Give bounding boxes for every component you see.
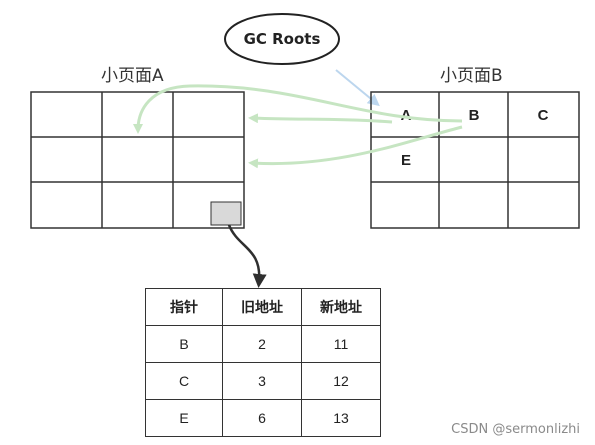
ref-arrow-a-to-a-mid <box>248 113 393 124</box>
cell-pointer: B <box>145 325 223 363</box>
table-row: E 6 13 <box>145 399 381 437</box>
table-header-row: 指针 旧地址 新地址 <box>145 288 381 326</box>
forwarding-table: 指针 旧地址 新地址 B 2 11 C 3 12 E 6 13 <box>145 288 381 437</box>
header-old-address: 旧地址 <box>222 288 302 326</box>
cell-old-address: 6 <box>222 399 302 437</box>
cell-pointer: E <box>145 399 223 437</box>
page-b-cell-e: E <box>401 152 411 169</box>
ref-arrow-b-to-a-low <box>248 125 463 169</box>
forwarding-slot <box>210 201 242 226</box>
gc-roots-label: GC Roots <box>244 30 321 48</box>
page-a-title: 小页面A <box>101 66 164 86</box>
cell-new-address: 11 <box>301 325 381 363</box>
ref-arrow-b-to-a-top <box>133 84 463 134</box>
table-row: B 2 11 <box>145 325 381 363</box>
cell-new-address: 12 <box>301 362 381 400</box>
page-b-grid <box>370 91 580 229</box>
page-b-cell-b: B <box>469 107 480 124</box>
watermark: CSDN @sermonlizhi <box>451 422 580 437</box>
header-pointer: 指针 <box>145 288 223 326</box>
cell-old-address: 3 <box>222 362 302 400</box>
page-b-cell-a: A <box>401 107 412 124</box>
cell-new-address: 13 <box>301 399 381 437</box>
table-row: C 3 12 <box>145 362 381 400</box>
page-b-cell-c: C <box>538 107 549 124</box>
page-b-title: 小页面B <box>440 66 503 86</box>
cell-pointer: C <box>145 362 223 400</box>
page-a-grid <box>30 91 245 229</box>
slot-to-table-arrow <box>227 224 267 288</box>
cell-old-address: 2 <box>222 325 302 363</box>
gc-roots-node: GC Roots <box>224 13 340 65</box>
roots-to-a-arrow <box>335 69 380 107</box>
header-new-address: 新地址 <box>301 288 381 326</box>
